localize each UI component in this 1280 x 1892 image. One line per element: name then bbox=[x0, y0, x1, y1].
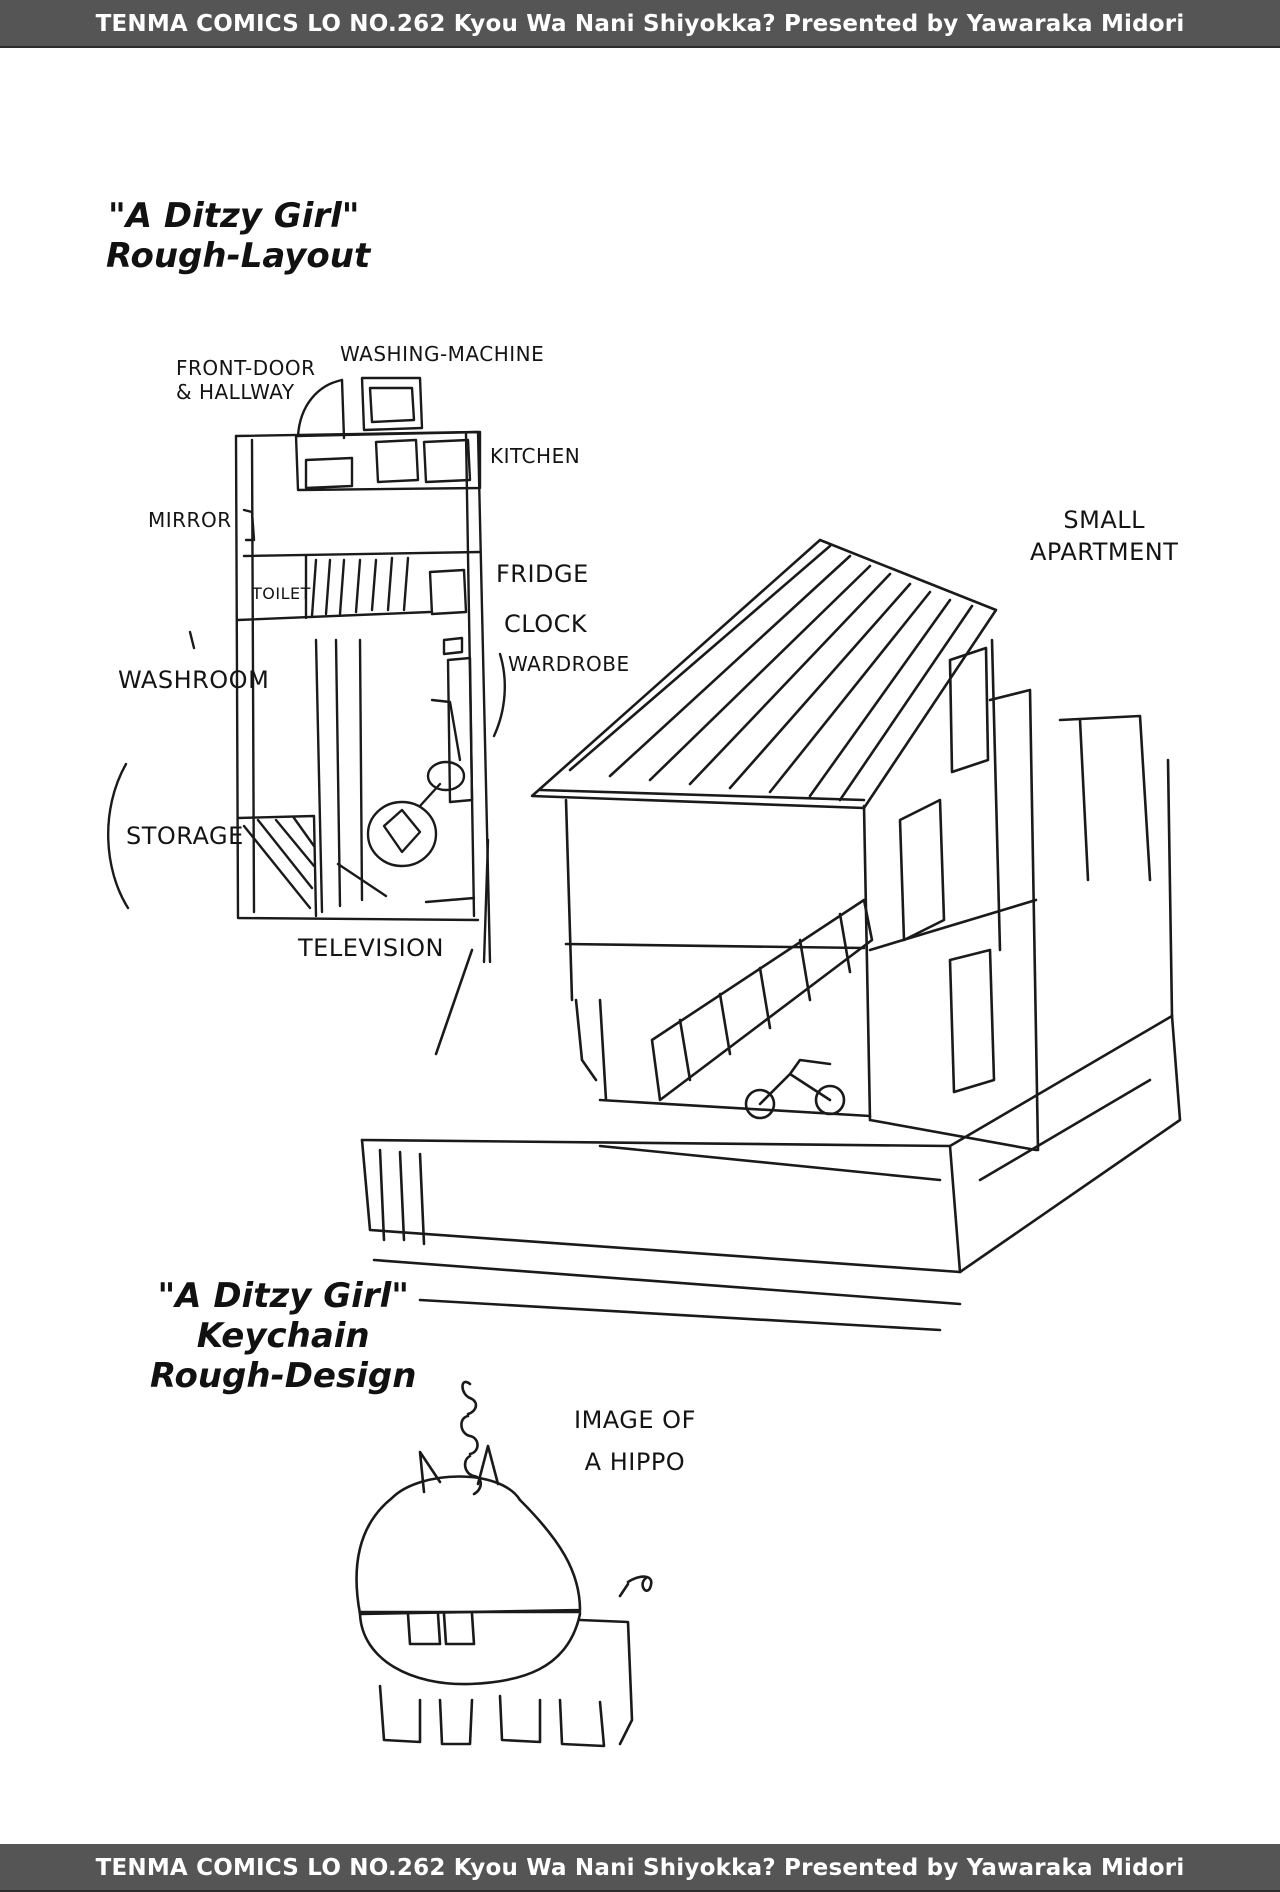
label-toilet: TOILET bbox=[252, 584, 311, 603]
keychain-heading-line2: Keychain bbox=[196, 1316, 370, 1356]
label-small-apartment-line2: APARTMENT bbox=[1030, 538, 1179, 566]
top-banner-text: TENMA COMICS LO NO.262 Kyou Wa Nani Shiy… bbox=[95, 11, 1185, 37]
label-front-door-line2: & HALLWAY bbox=[176, 380, 295, 404]
keychain-heading: "A Ditzy Girl" Keychain Rough-Design bbox=[150, 1276, 416, 1396]
keychain-heading-line1: "A Ditzy Girl" bbox=[157, 1276, 409, 1316]
label-washroom: WASHROOM bbox=[118, 666, 270, 694]
label-front-door-line1: FRONT-DOOR bbox=[176, 356, 316, 380]
label-hippo-line2: A HIPPO bbox=[584, 1448, 686, 1476]
label-small-apartment: SMALL APARTMENT bbox=[1030, 504, 1178, 568]
layout-heading-line1: "A Ditzy Girl" bbox=[108, 196, 360, 236]
label-television: TELEVISION bbox=[298, 934, 445, 962]
label-kitchen: KITCHEN bbox=[490, 444, 581, 468]
layout-heading: "A Ditzy Girl" Rough-Layout bbox=[106, 196, 371, 276]
label-hippo-line1: IMAGE OF bbox=[574, 1406, 696, 1434]
bottom-banner: TENMA COMICS LO NO.262 Kyou Wa Nani Shiy… bbox=[0, 1844, 1280, 1892]
keychain-heading-line3: Rough-Design bbox=[150, 1356, 417, 1396]
label-hippo: IMAGE OF A HIPPO bbox=[574, 1404, 696, 1478]
label-washing-machine: WASHING-MACHINE bbox=[340, 342, 545, 366]
label-mirror: MIRROR bbox=[148, 508, 232, 532]
label-front-door: FRONT-DOOR & HALLWAY bbox=[176, 356, 315, 404]
label-storage: STORAGE bbox=[126, 822, 244, 850]
bottom-banner-text: TENMA COMICS LO NO.262 Kyou Wa Nani Shiy… bbox=[95, 1855, 1185, 1881]
layout-heading-line2: Rough-Layout bbox=[106, 236, 371, 276]
label-wardrobe: WARDROBE bbox=[508, 652, 630, 676]
label-fridge: FRIDGE bbox=[496, 560, 589, 588]
label-clock: CLOCK bbox=[504, 610, 588, 638]
label-small-apartment-line1: SMALL bbox=[1063, 506, 1145, 534]
top-banner: TENMA COMICS LO NO.262 Kyou Wa Nani Shiy… bbox=[0, 0, 1280, 48]
